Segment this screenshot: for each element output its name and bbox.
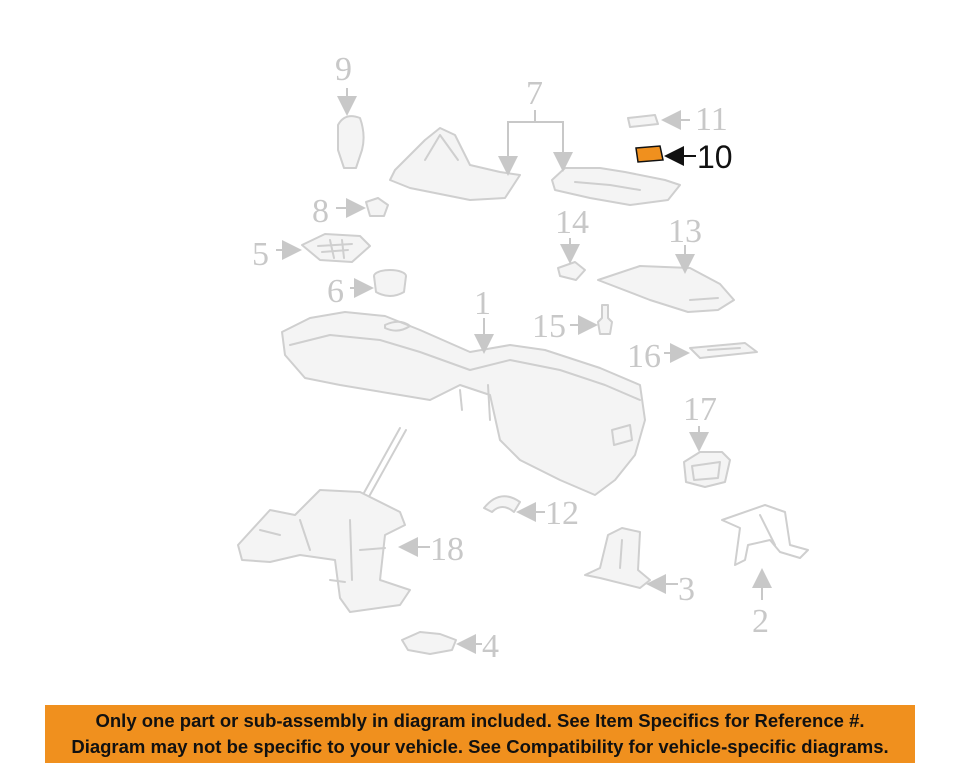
callout-3: 3 (678, 571, 695, 608)
callout-15: 15 (532, 308, 566, 345)
part-5-grille (276, 233, 371, 263)
disclaimer-line-2: Diagram may not be specific to your vehi… (71, 736, 889, 757)
part-2-bracket (721, 504, 809, 600)
part-12-clip (483, 495, 545, 522)
callout-4: 4 (482, 628, 499, 665)
callout-2: 2 (752, 603, 769, 640)
callout-18: 18 (430, 531, 464, 568)
callout-12: 12 (545, 495, 579, 532)
part-16-pad (664, 342, 758, 363)
part-13-armrest-lid (597, 245, 735, 313)
callout-1: 1 (474, 285, 491, 322)
part-18-shifter-assembly (237, 427, 430, 613)
part-10-highlighted (635, 145, 696, 166)
part-8-clip (336, 197, 389, 218)
callout-17: 17 (683, 391, 717, 428)
callout-8: 8 (312, 193, 329, 230)
part-1-console-body (281, 311, 646, 496)
part-15-bolt (570, 304, 613, 335)
part-7-console-trim (389, 110, 681, 206)
callout-14: 14 (555, 204, 589, 241)
callout-16: 16 (627, 338, 661, 375)
callout-5: 5 (252, 236, 269, 273)
part-4-plate (401, 631, 482, 655)
part-14-bracket (557, 238, 586, 281)
part-9-shift-knob (337, 88, 365, 169)
parts-diagram: 9 7 11 10 8 5 6 (237, 51, 809, 665)
part-3-bracket (584, 527, 678, 594)
callout-7: 7 (526, 75, 543, 112)
callout-9: 9 (335, 51, 352, 88)
part-17-bezel (683, 426, 731, 488)
disclaimer-banner: Only one part or sub-assembly in diagram… (45, 705, 915, 763)
callout-11: 11 (695, 101, 728, 138)
part-11-strip (627, 110, 690, 130)
part-6-cup (350, 269, 407, 298)
disclaimer-line-1: Only one part or sub-assembly in diagram… (95, 710, 865, 731)
callout-13: 13 (668, 213, 702, 250)
callout-10: 10 (697, 139, 733, 175)
callout-6: 6 (327, 273, 344, 310)
